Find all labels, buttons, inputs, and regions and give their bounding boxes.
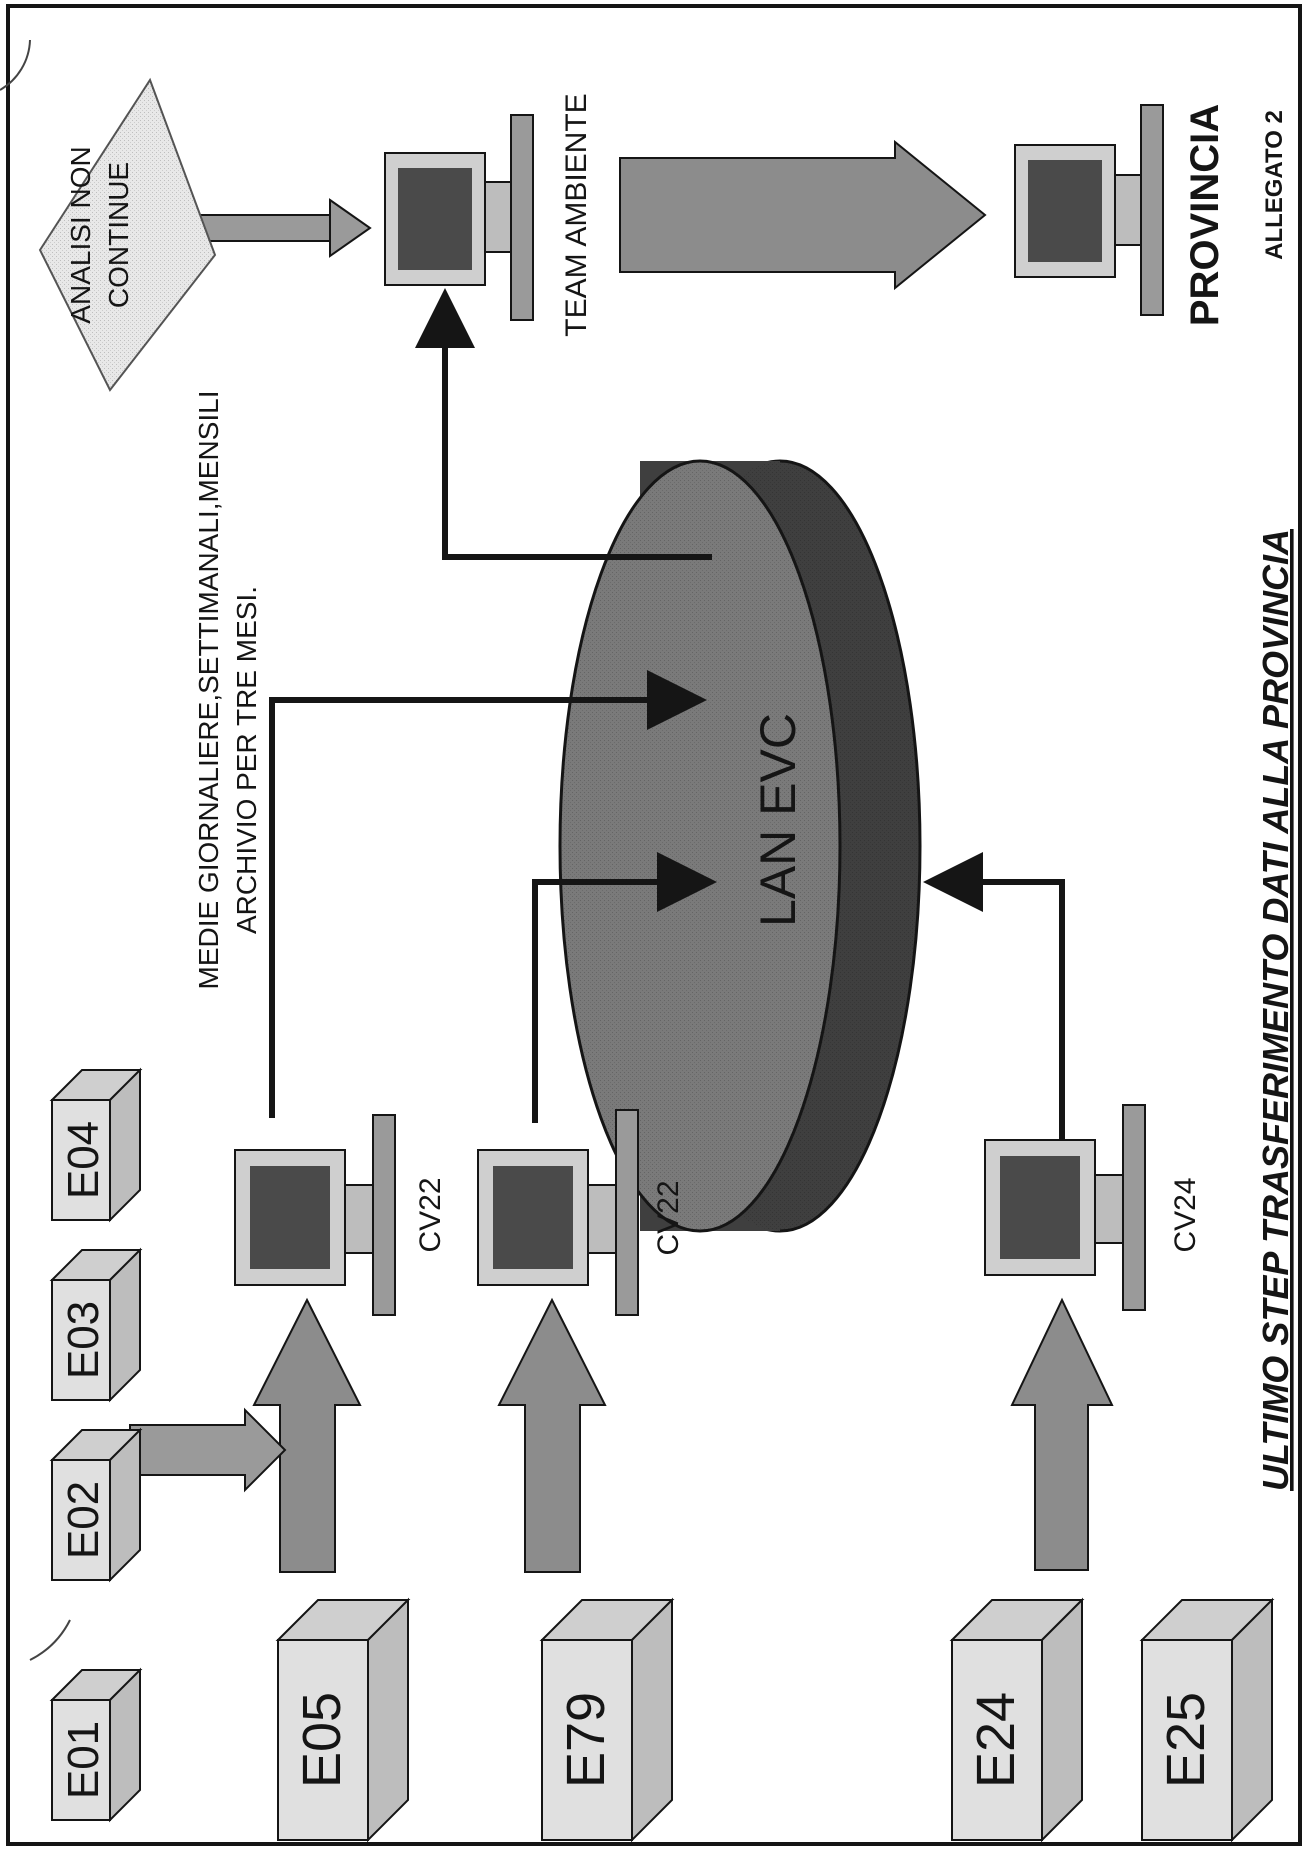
arrow-e24-cv24: [1012, 1300, 1112, 1570]
data-note-line1: MEDIE GIORNALIERE,SETTIMANALI,MENSILI: [193, 390, 224, 989]
computer-label-cv24: CV24: [1169, 1177, 1202, 1252]
station-label-e02: E02: [59, 1481, 108, 1559]
computer-provincia: [1015, 105, 1163, 315]
station-label-e05: E05: [292, 1692, 352, 1788]
allegato-label: ALLEGATO 2: [1261, 110, 1288, 260]
page-title: ULTIMO STEP TRASFERIMENTO DATI ALLA PROV…: [1255, 529, 1296, 1491]
arrow-analisi-head: [330, 200, 370, 256]
analisi-note-line1: ANALISI NON: [65, 146, 96, 323]
computer-team-ambiente: [385, 115, 533, 320]
lan-evc-disk: [560, 461, 920, 1231]
computer-label-cv22-b: CV22: [652, 1180, 685, 1255]
stamp-mark: [30, 1620, 70, 1660]
computer-cv22-a: [235, 1115, 395, 1315]
station-label-e03: E03: [59, 1301, 108, 1379]
arrow-e79-cv22: [499, 1300, 605, 1572]
station-label-e79: E79: [556, 1692, 616, 1788]
computer-label-team-ambiente: TEAM AMBIENTE: [560, 93, 593, 336]
arrow-team-to-provincia: [620, 142, 985, 288]
line-cv24-to-lan: [935, 882, 1062, 1140]
station-label-e24: E24: [966, 1692, 1026, 1788]
station-label-e01: E01: [59, 1721, 108, 1799]
computer-label-cv22-a: CV22: [414, 1177, 447, 1252]
station-label-e04: E04: [59, 1121, 108, 1199]
computer-label-provincia: PROVINCIA: [1183, 104, 1227, 326]
analisi-note-line2: CONTINUE: [103, 162, 134, 308]
network-label: LAN EVC: [750, 713, 806, 927]
stamp-mark-top: [0, 40, 30, 90]
large-station-boxes: [278, 1600, 1272, 1840]
data-note-line2: ARCHIVIO PER TRE MESI.: [231, 586, 262, 934]
station-label-e25: E25: [1156, 1692, 1216, 1788]
